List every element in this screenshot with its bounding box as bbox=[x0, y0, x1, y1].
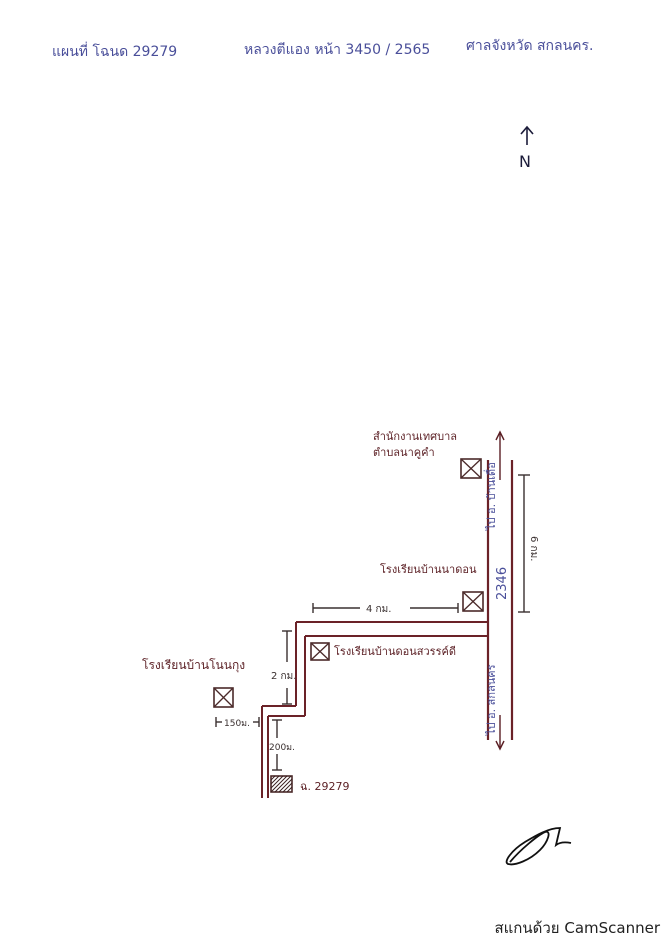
parcel-label: ฉ. 29279 bbox=[300, 780, 349, 793]
west-road bbox=[262, 705, 305, 717]
school-left-marker bbox=[213, 687, 234, 708]
road-north-label: ไป อ. บ้านเดื่อ bbox=[483, 462, 498, 531]
east-west-road bbox=[296, 621, 488, 637]
dimension-200m bbox=[272, 719, 282, 771]
dimension-2km bbox=[282, 630, 292, 705]
office-name: ศาลจังหวัด สกลนคร. bbox=[466, 38, 594, 54]
school-top-label: โรงเรียนบ้านนาดอน bbox=[380, 562, 477, 576]
dimension-4km-label: 4 กม. bbox=[366, 604, 391, 615]
land-reference: หลวงตีแอง หน้า 3450 / 2565 bbox=[244, 42, 430, 58]
dimension-6km-label: 6 กม. bbox=[528, 536, 539, 561]
parcel-marker bbox=[270, 775, 293, 793]
municipal-office-label-2: ตำบลนาคูคำ bbox=[373, 446, 435, 459]
school-left-label: โรงเรียนบ้านโนนกุง bbox=[142, 658, 245, 673]
dimension-150m-label: 150ม. bbox=[224, 719, 250, 729]
north-arrow-icon bbox=[520, 125, 534, 145]
school-top-marker bbox=[462, 591, 484, 612]
dimension-6km bbox=[518, 474, 530, 613]
scanner-watermark: สแกนด้วย CamScanner bbox=[494, 919, 660, 937]
dimension-4km bbox=[312, 603, 459, 613]
north-label: N bbox=[519, 152, 531, 171]
highway-2346 bbox=[486, 460, 514, 740]
signature-mark bbox=[505, 827, 572, 866]
dimension-2km-label: 2 กม. bbox=[271, 671, 296, 682]
school-mid-marker bbox=[310, 642, 330, 661]
road-south-arrow-icon bbox=[495, 715, 505, 751]
school-mid-label: โรงเรียนบ้านดอนสวรรค์ดี bbox=[334, 644, 456, 658]
road-south-label: ไป อ. สกลนคร bbox=[485, 664, 498, 736]
parcel-access-road bbox=[261, 706, 269, 798]
municipal-office-label-1: สำนักงานเทศบาล bbox=[373, 430, 457, 443]
road-north-arrow-icon bbox=[495, 430, 505, 480]
dimension-150m bbox=[215, 717, 260, 727]
connector-road bbox=[295, 622, 306, 716]
dimension-200m-label: 200ม. bbox=[269, 743, 295, 753]
highway-number: 2346 bbox=[495, 567, 510, 600]
map-title: แผนที่ โฉนด 29279 bbox=[52, 42, 177, 60]
municipal-office-marker bbox=[460, 458, 482, 479]
